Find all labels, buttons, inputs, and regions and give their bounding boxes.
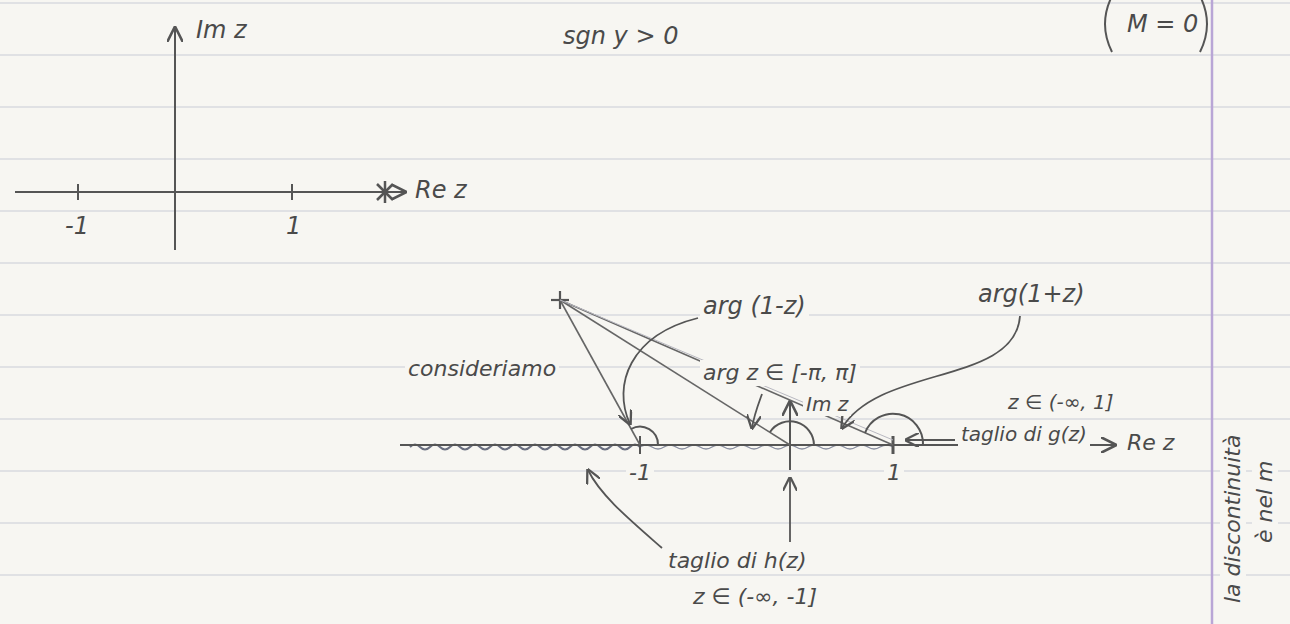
- axis-label: Im z: [193, 16, 250, 45]
- cut-label: taglio di h(z): [665, 548, 809, 574]
- tick-label: -1: [626, 460, 654, 486]
- singular-point: [377, 181, 393, 203]
- first-axes: [15, 28, 405, 250]
- tick-label: 1: [884, 460, 904, 486]
- cut-range: z ∈ (-∞, -1]: [690, 584, 820, 610]
- angle-label: arg(1+z): [975, 280, 1088, 309]
- tick-label: 1: [283, 212, 304, 241]
- parameter-note: M = 0: [1124, 10, 1201, 39]
- ruled-lines: [0, 3, 1290, 575]
- margin-note: la discontinuità: [1220, 432, 1246, 606]
- axis-label: Re z: [1124, 430, 1177, 456]
- bracket: [1105, 0, 1207, 52]
- angle-label: arg z ∈ [-π, π]: [700, 360, 860, 386]
- cut-range: z ∈ (-∞, 1]: [1005, 390, 1117, 414]
- axis-label: Re z: [412, 176, 470, 205]
- axis-label: Im z: [803, 392, 851, 416]
- angle-label: arg (1-z): [700, 292, 809, 321]
- note-text: consideriamo: [405, 356, 559, 382]
- cut-label: taglio di g(z): [958, 422, 1090, 446]
- leader-lines: [588, 316, 1020, 548]
- vectors: [560, 300, 893, 445]
- tick-label: -1: [62, 212, 92, 241]
- angle-arcs: [631, 414, 923, 445]
- second-axes: [400, 291, 1115, 548]
- margin-note: è nel m: [1252, 457, 1278, 546]
- condition-note: sgn y > 0: [560, 22, 681, 51]
- margin-line: [1211, 0, 1214, 624]
